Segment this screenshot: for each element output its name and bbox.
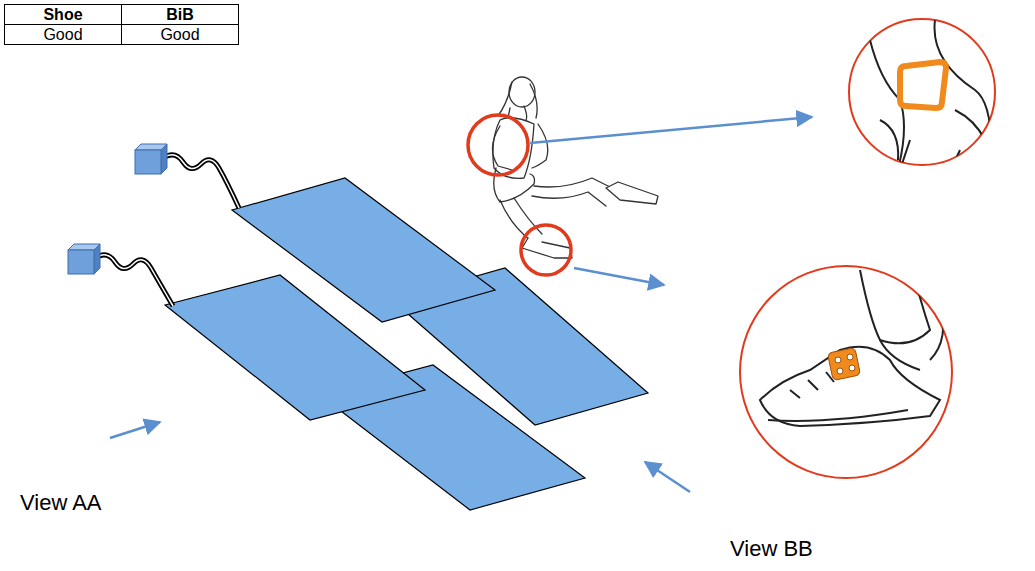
table-header: Shoe bbox=[43, 6, 82, 23]
timing-mats bbox=[165, 178, 648, 510]
table-header: BiB bbox=[166, 6, 194, 23]
shoe-detail bbox=[760, 260, 943, 426]
cable-core bbox=[95, 155, 239, 306]
reader-box bbox=[68, 144, 167, 274]
status-table: Shoe BiB Good Good bbox=[4, 4, 239, 45]
highlight-circle bbox=[468, 19, 995, 478]
bib-detail bbox=[870, 20, 991, 180]
zoom-arrow bbox=[110, 117, 812, 492]
view-label: View AA bbox=[20, 490, 102, 516]
cable bbox=[95, 155, 239, 306]
view-label: View BB bbox=[730, 536, 813, 562]
table-cell: Good bbox=[43, 26, 82, 43]
table-cell: Good bbox=[160, 26, 199, 43]
